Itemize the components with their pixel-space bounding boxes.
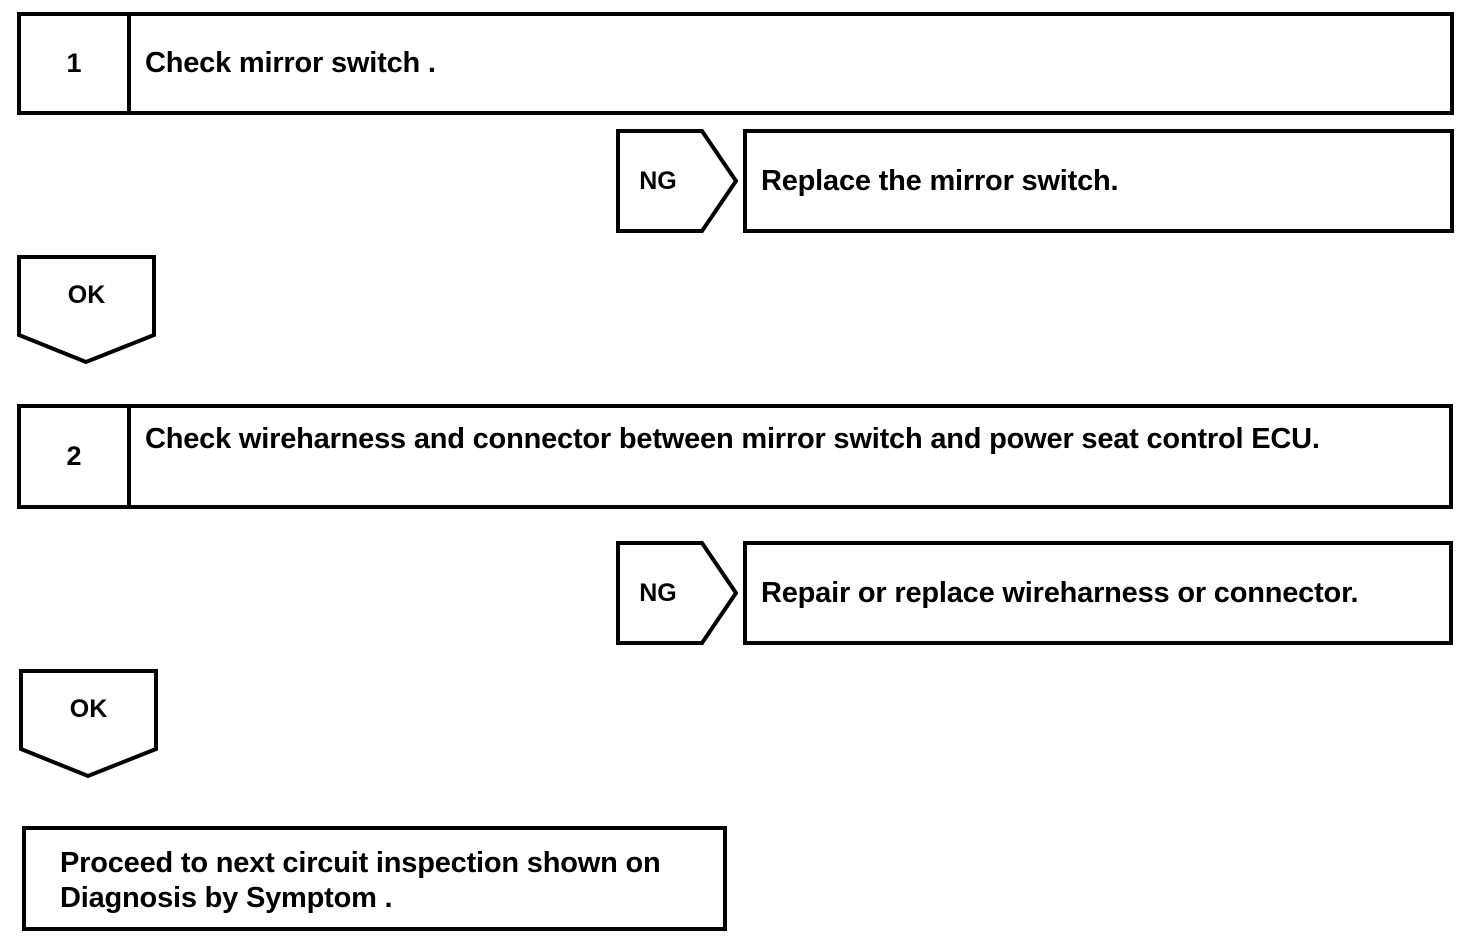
step-box-2: 2 Check wireharness and connector betwee… (17, 404, 1453, 509)
ng-arrow-label-2: NG (639, 578, 677, 607)
step-box-1: 1 Check mirror switch . (17, 12, 1454, 115)
ok-arrow-label-1: OK (67, 280, 106, 309)
step-number-2: 2 (21, 408, 131, 505)
ng-result-box-2: Repair or replace wireharness or connect… (743, 541, 1453, 645)
ok-arrow-shape-icon (17, 255, 156, 365)
step-instruction-2: Check wireharness and connector between … (145, 423, 1320, 455)
ok-arrow-2: OK (19, 669, 158, 779)
step-instruction-1: Check mirror switch . (145, 47, 436, 79)
ng-arrow-shape-icon (616, 129, 738, 233)
ng-result-box-1: Replace the mirror switch. (743, 129, 1454, 233)
ok-arrow-1: OK (17, 255, 156, 365)
final-result-box: Proceed to next circuit inspection shown… (22, 826, 727, 931)
ng-arrow-2: NG (616, 541, 738, 645)
ng-arrow-shape-icon (616, 541, 738, 645)
ok-arrow-shape-icon (19, 669, 158, 779)
ng-arrow-label-1: NG (639, 166, 677, 195)
ok-arrow-label-2: OK (69, 694, 108, 723)
ng-arrow-1: NG (616, 129, 738, 233)
step-number-1: 1 (21, 16, 131, 111)
